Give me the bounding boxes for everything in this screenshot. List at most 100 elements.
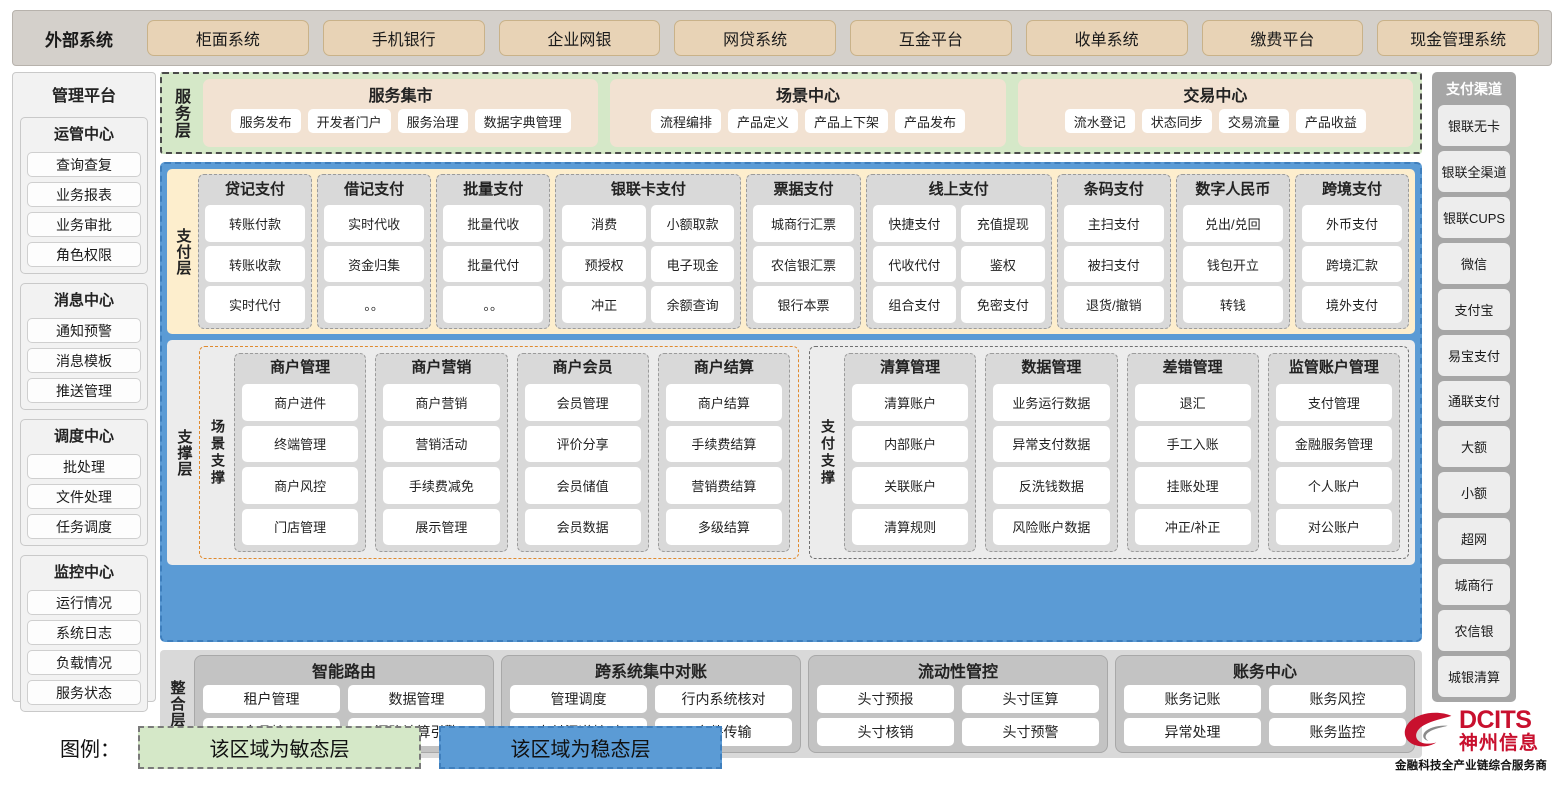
payment-chip[interactable]: 实时代付 xyxy=(205,286,306,324)
payment-channel-item[interactable]: 通联支付 xyxy=(1438,380,1510,422)
support-chip[interactable]: 门店管理 xyxy=(242,508,359,545)
integration-chip[interactable]: 账务风控 xyxy=(1269,685,1406,713)
payment-channel-item[interactable]: 大额 xyxy=(1438,426,1510,468)
support-chip[interactable]: 手续费结算 xyxy=(665,425,782,462)
service-chip[interactable]: 流程编排 xyxy=(650,109,721,133)
payment-channel-item[interactable]: 城商行 xyxy=(1438,564,1510,606)
payment-chip[interactable]: 跨境汇款 xyxy=(1301,245,1402,283)
support-chip[interactable]: 会员数据 xyxy=(524,508,641,545)
management-item[interactable]: 通知预警 xyxy=(27,318,141,343)
management-item[interactable]: 消息模板 xyxy=(27,348,141,373)
payment-chip[interactable]: 兑出/兑回 xyxy=(1182,205,1283,242)
support-chip[interactable]: 反洗钱数据 xyxy=(993,467,1110,504)
management-item[interactable]: 系统日志 xyxy=(27,620,141,645)
payment-chip[interactable]: 转钱 xyxy=(1182,286,1283,324)
service-chip[interactable]: 产品收益 xyxy=(1295,109,1366,133)
payment-channel-item[interactable]: 支付宝 xyxy=(1438,288,1510,330)
management-item[interactable]: 文件处理 xyxy=(27,484,141,509)
service-chip[interactable]: 服务发布 xyxy=(230,109,301,133)
service-chip[interactable]: 开发者门户 xyxy=(307,109,391,133)
payment-chip[interactable]: 资金归集 xyxy=(324,245,425,283)
service-chip[interactable]: 流水登记 xyxy=(1064,109,1135,133)
external-system-item[interactable]: 网贷系统 xyxy=(674,20,836,56)
management-item[interactable]: 运行情况 xyxy=(27,590,141,615)
management-item[interactable]: 查询查复 xyxy=(27,152,141,177)
management-item[interactable]: 负载情况 xyxy=(27,650,141,675)
payment-chip[interactable]: 预授权 xyxy=(562,245,646,283)
support-chip[interactable]: 商户营销 xyxy=(383,384,500,421)
integration-chip[interactable]: 头寸预警 xyxy=(962,718,1099,746)
support-chip[interactable]: 手续费减免 xyxy=(383,467,500,504)
payment-chip[interactable]: 批量代付 xyxy=(443,245,544,283)
payment-channel-item[interactable]: 小额 xyxy=(1438,472,1510,514)
support-chip[interactable]: 支付管理 xyxy=(1275,384,1392,421)
support-chip[interactable]: 营销费结算 xyxy=(665,467,782,504)
payment-chip[interactable]: 充值提现 xyxy=(961,205,1045,242)
management-item[interactable]: 批处理 xyxy=(27,454,141,479)
payment-chip[interactable]: 被扫支付 xyxy=(1063,245,1164,283)
payment-chip[interactable]: 快捷支付 xyxy=(872,205,957,242)
payment-chip[interactable]: 。。 xyxy=(324,286,425,324)
support-chip[interactable]: 评价分享 xyxy=(524,425,641,462)
payment-chip[interactable]: 主扫支付 xyxy=(1063,205,1164,242)
support-chip[interactable]: 商户结算 xyxy=(665,384,782,421)
service-chip[interactable]: 数据字典管理 xyxy=(474,109,571,133)
payment-channel-item[interactable]: 城银清算 xyxy=(1438,656,1510,697)
payment-chip[interactable]: 电子现金 xyxy=(650,245,735,283)
payment-channel-item[interactable]: 易宝支付 xyxy=(1438,334,1510,376)
support-chip[interactable]: 挂账处理 xyxy=(1134,467,1251,504)
support-chip[interactable]: 商户进件 xyxy=(242,384,359,421)
payment-chip[interactable]: 余额查询 xyxy=(650,286,735,324)
payment-channel-item[interactable]: 超网 xyxy=(1438,518,1510,560)
support-chip[interactable]: 冲正/补正 xyxy=(1134,508,1251,545)
integration-chip[interactable]: 头寸核销 xyxy=(817,718,954,746)
support-chip[interactable]: 对公账户 xyxy=(1275,508,1392,545)
payment-chip[interactable]: 转账付款 xyxy=(205,205,306,242)
support-chip[interactable]: 会员储值 xyxy=(524,467,641,504)
integration-chip[interactable]: 行内系统核对 xyxy=(655,685,792,713)
payment-chip[interactable]: 免密支付 xyxy=(961,286,1045,324)
management-item[interactable]: 推送管理 xyxy=(27,378,141,403)
payment-chip[interactable]: 转账收款 xyxy=(205,245,306,283)
payment-channel-item[interactable]: 银联无卡 xyxy=(1438,105,1510,146)
support-chip[interactable]: 关联账户 xyxy=(852,467,969,504)
service-chip[interactable]: 产品上下架 xyxy=(804,109,888,133)
integration-chip[interactable]: 账务记账 xyxy=(1124,685,1261,713)
payment-channel-item[interactable]: 银联CUPS xyxy=(1438,196,1510,238)
payment-chip[interactable]: 。。 xyxy=(443,286,544,324)
payment-chip[interactable]: 农信银汇票 xyxy=(753,245,854,283)
payment-chip[interactable]: 冲正 xyxy=(562,286,646,324)
integration-chip[interactable]: 管理调度 xyxy=(510,685,647,713)
service-chip[interactable]: 状态同步 xyxy=(1141,109,1212,133)
integration-chip[interactable]: 异常处理 xyxy=(1124,718,1261,746)
management-item[interactable]: 服务状态 xyxy=(27,680,141,705)
support-chip[interactable]: 手工入账 xyxy=(1134,425,1251,462)
payment-chip[interactable]: 鉴权 xyxy=(961,245,1045,283)
integration-chip[interactable]: 数据管理 xyxy=(348,685,485,713)
support-chip[interactable]: 业务运行数据 xyxy=(993,384,1110,421)
payment-channel-item[interactable]: 微信 xyxy=(1438,242,1510,284)
payment-channel-item[interactable]: 农信银 xyxy=(1438,610,1510,652)
management-item[interactable]: 角色权限 xyxy=(27,242,141,267)
payment-chip[interactable]: 城商行汇票 xyxy=(753,205,854,242)
external-system-item[interactable]: 缴费平台 xyxy=(1201,20,1364,56)
support-chip[interactable]: 展示管理 xyxy=(383,508,500,545)
management-item[interactable]: 任务调度 xyxy=(27,514,141,539)
external-system-item[interactable]: 手机银行 xyxy=(322,20,485,56)
support-chip[interactable]: 退汇 xyxy=(1134,384,1251,421)
service-chip[interactable]: 交易流量 xyxy=(1218,109,1289,133)
service-chip[interactable]: 产品发布 xyxy=(895,109,966,133)
payment-chip[interactable]: 消费 xyxy=(562,205,646,242)
payment-chip[interactable]: 组合支付 xyxy=(872,286,957,324)
service-chip[interactable]: 产品定义 xyxy=(727,109,798,133)
payment-chip[interactable]: 境外支付 xyxy=(1301,286,1402,324)
integration-chip[interactable]: 租户管理 xyxy=(203,685,340,713)
support-chip[interactable]: 清算规则 xyxy=(852,508,969,545)
support-chip[interactable]: 多级结算 xyxy=(665,508,782,545)
management-item[interactable]: 业务报表 xyxy=(27,182,141,207)
payment-chip[interactable]: 钱包开立 xyxy=(1182,245,1283,283)
payment-chip[interactable]: 退货/撤销 xyxy=(1063,286,1164,324)
external-system-item[interactable]: 企业网银 xyxy=(498,20,661,56)
support-chip[interactable]: 内部账户 xyxy=(852,425,969,462)
integration-chip[interactable]: 账务监控 xyxy=(1269,718,1406,746)
